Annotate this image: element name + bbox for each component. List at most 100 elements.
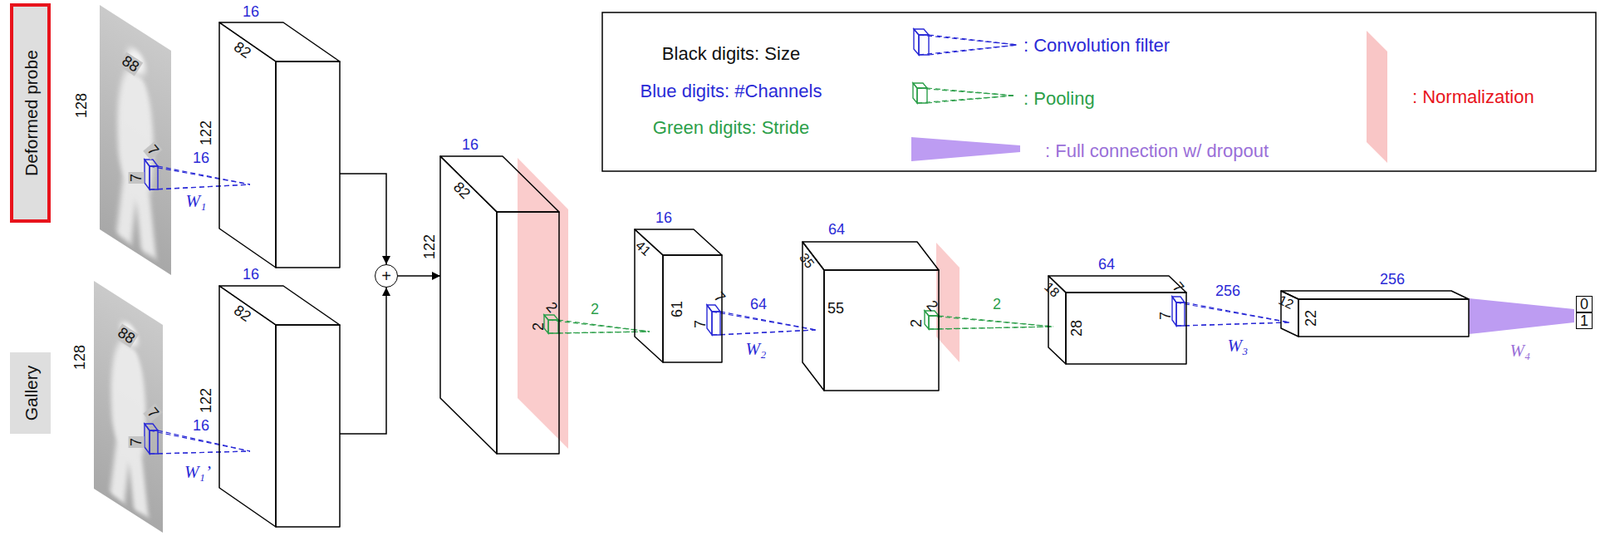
feature-volume: 1682122 xyxy=(440,156,560,454)
receptive-ray xyxy=(711,329,816,335)
size-number: 2 xyxy=(908,319,925,328)
size-number: 7 xyxy=(128,171,145,184)
volume-face xyxy=(219,285,340,325)
size-number: 7 xyxy=(1158,311,1174,320)
channel-count: 16 xyxy=(242,266,260,282)
image-ground xyxy=(93,280,163,533)
input-tag: Gallery xyxy=(9,352,51,434)
receptive-ray xyxy=(918,34,1018,45)
volume-outline xyxy=(219,285,340,527)
output-unit: 0 xyxy=(1575,295,1593,313)
pooling-window xyxy=(924,310,1054,329)
volume-face xyxy=(1298,299,1469,337)
receptive-ray xyxy=(1184,302,1290,323)
image-ground xyxy=(99,4,172,275)
size-number: 88 xyxy=(117,52,143,77)
receptive-ray xyxy=(927,88,1014,96)
volume-face xyxy=(219,22,276,268)
receptive-ray xyxy=(927,95,1014,104)
receptive-ray xyxy=(558,331,650,334)
channel-count: 16 xyxy=(655,210,673,226)
legend-note: Black digits: Size xyxy=(662,44,800,64)
weight-name: W₁ xyxy=(186,191,207,211)
receptive-ray xyxy=(149,451,251,454)
output-unit: 1 xyxy=(1575,312,1593,329)
silhouette-body xyxy=(116,62,157,261)
receptive-ray xyxy=(157,451,251,454)
size-number: 2 xyxy=(530,322,547,331)
receptive-ray xyxy=(558,319,650,332)
connector xyxy=(339,287,387,434)
pooling-window xyxy=(912,83,1014,104)
volume-face xyxy=(275,324,340,527)
receptive-ray xyxy=(918,44,1018,55)
pooling-window xyxy=(544,314,650,334)
size-number: 7 xyxy=(1169,279,1188,296)
channel-count: 64 xyxy=(750,296,767,313)
channel-count: 256 xyxy=(1379,271,1405,287)
operator-symbol: + xyxy=(381,267,392,285)
window-face xyxy=(912,83,918,104)
receptive-ray xyxy=(928,34,1018,45)
window-face xyxy=(928,315,939,329)
height-size: 22 xyxy=(1303,309,1319,327)
volume-face xyxy=(496,211,560,454)
receptive-ray xyxy=(1176,322,1290,326)
receptive-ray xyxy=(917,88,1014,96)
convolution-filter xyxy=(1172,296,1290,326)
volume-face xyxy=(662,255,722,363)
receptive-ray xyxy=(149,184,251,190)
channel-count: 16 xyxy=(242,4,260,20)
channel-count: 64 xyxy=(828,221,845,237)
size-number: 2 xyxy=(543,299,561,316)
normalization-plane xyxy=(517,157,569,449)
size-number: 7 xyxy=(692,319,709,329)
receptive-ray xyxy=(149,166,251,185)
window-face xyxy=(149,430,158,454)
legend-entry: : Full connection w/ dropout xyxy=(1045,141,1269,162)
feature-volume: 2561222 xyxy=(1280,290,1469,337)
connector xyxy=(339,173,387,265)
input-label: Gallery xyxy=(21,365,40,422)
volume-face xyxy=(1065,292,1187,364)
weight-name: W₃ xyxy=(1227,336,1249,355)
size-number: 128 xyxy=(73,93,90,118)
legend-note: Green digits: Stride xyxy=(652,117,810,138)
volume-face xyxy=(275,61,340,268)
legend-swatch xyxy=(1366,30,1388,163)
feature-volume: 1682122 xyxy=(219,22,340,268)
legend-frame xyxy=(602,12,1596,172)
receptive-ray xyxy=(720,311,816,330)
receptive-ray xyxy=(938,326,1054,329)
receptive-ray xyxy=(928,315,1054,327)
receptive-ray xyxy=(157,430,251,452)
input-tag: Deformed probe xyxy=(9,3,51,223)
depth-size: 18 xyxy=(1041,279,1062,300)
volume-outline xyxy=(219,22,340,268)
height-size: 122 xyxy=(198,120,214,146)
window-face xyxy=(548,319,559,334)
legend-entry: : Pooling xyxy=(1023,88,1095,109)
depth-size: 82 xyxy=(230,39,254,61)
gait-image xyxy=(93,280,163,533)
size-number: 128 xyxy=(72,344,89,370)
volume-face xyxy=(824,269,939,391)
volume-outline xyxy=(440,156,560,454)
receptive-ray xyxy=(928,326,1054,329)
legend-entry: : Normalization xyxy=(1412,87,1535,108)
receptive-ray xyxy=(157,166,251,185)
window-face xyxy=(918,34,929,55)
legend-swatch xyxy=(911,137,1021,162)
output-label: 0 xyxy=(1580,296,1589,312)
convolution-filter xyxy=(913,29,1018,55)
size-number: 7 xyxy=(711,289,729,306)
volume-face xyxy=(1280,290,1469,300)
input-label: Deformed probe xyxy=(21,49,40,177)
receptive-ray xyxy=(720,329,816,335)
receptive-ray xyxy=(938,315,1054,327)
output-label: 1 xyxy=(1580,313,1589,329)
